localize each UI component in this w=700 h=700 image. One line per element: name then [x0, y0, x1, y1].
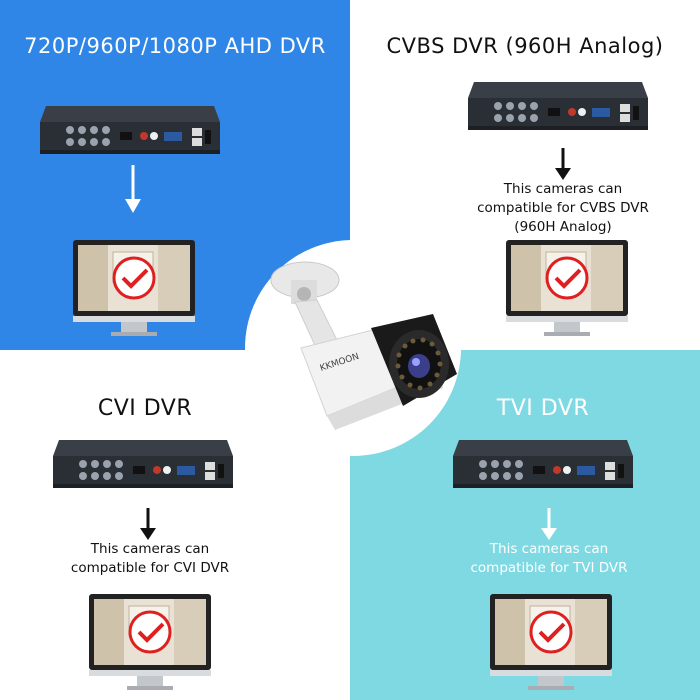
caption-line: This cameras can — [489, 541, 609, 557]
compatibility-caption-cvbs: This cameras can compatible for CVBS DVR… — [413, 180, 700, 237]
monitor-with-checkmark-image — [506, 240, 628, 344]
monitor-with-checkmark-image — [89, 594, 211, 698]
caption-line: compatible for TVI DVR — [470, 560, 628, 576]
down-arrow-icon — [138, 508, 158, 542]
panel-title-cvbs: CVBS DVR (960H Analog) — [386, 34, 664, 58]
caption-line: compatible for CVBS DVR — [477, 200, 649, 216]
dvr-recorder-image — [453, 436, 633, 502]
down-arrow-icon — [553, 148, 573, 182]
down-arrow-icon — [123, 165, 143, 213]
panel-title-ahd: 720P/960P/1080P AHD DVR — [24, 34, 326, 58]
monitor-with-checkmark-image — [73, 240, 195, 344]
monitor-with-checkmark-image — [490, 594, 612, 698]
compatibility-caption-cvi: This cameras can compatible for CVI DVR — [0, 540, 300, 578]
dvr-recorder-image — [468, 78, 648, 144]
compatibility-caption-tvi: This cameras can compatible for TVI DVR — [399, 540, 699, 578]
bullet-camera-image: KKMOON — [243, 238, 463, 458]
caption-line: (960H Analog) — [514, 219, 612, 235]
panel-tvi-dvr: TVI DVR This cameras can compatible for … — [350, 350, 700, 700]
caption-line: This cameras can — [503, 181, 623, 197]
dvr-recorder-image — [40, 102, 220, 168]
dvr-recorder-image — [53, 436, 233, 502]
panel-title-tvi: TVI DVR — [496, 396, 590, 421]
panel-title-cvi: CVI DVR — [97, 396, 193, 421]
caption-line: compatible for CVI DVR — [70, 560, 230, 576]
caption-line: This cameras can — [90, 541, 210, 557]
down-arrow-icon — [539, 508, 559, 542]
panel-ahd-dvr: 720P/960P/1080P AHD DVR — [0, 0, 350, 350]
